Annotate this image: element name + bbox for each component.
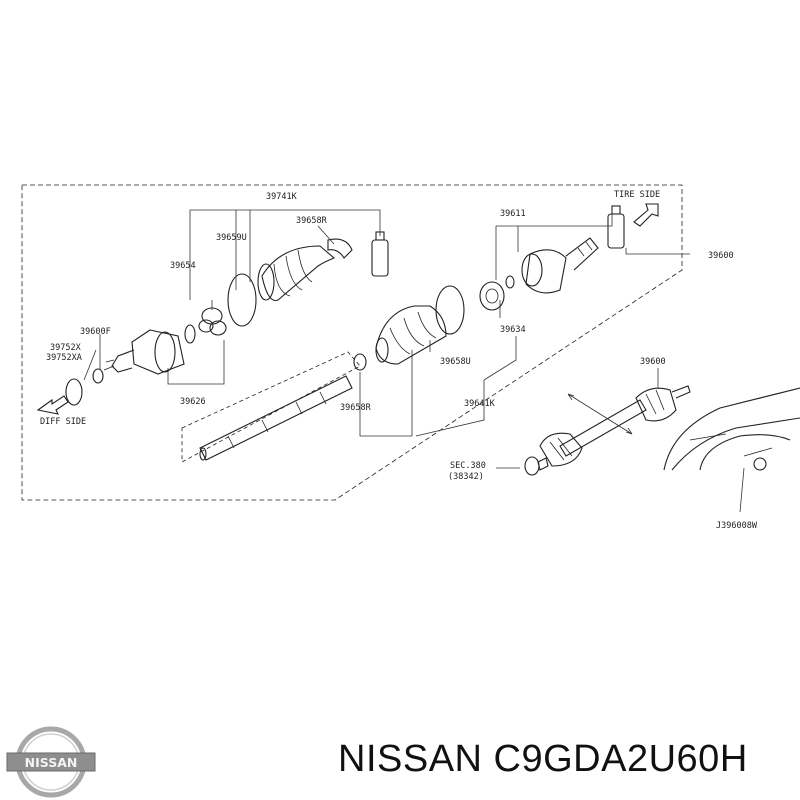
label-39654: 39654 [170,261,196,271]
part-caption: NISSAN C9GDA2U60H [338,738,794,781]
snap-ring [65,378,83,406]
label-tire-side: TIRE SIDE [614,190,660,200]
label-39752X: 39752X [50,343,82,353]
install-arrow [567,393,633,435]
label-39658U: 39658U [440,357,471,367]
boot-outer [375,305,447,365]
label-39741K: 39741K [266,192,298,202]
drive-shaft [199,375,353,461]
grease-tube-right [607,205,625,249]
small-ring [184,324,196,344]
small-clip-mid [505,275,515,289]
diff-side-arrow [36,395,69,415]
car-body [663,387,800,513]
diagram-frame [21,184,683,501]
logo-text: NISSAN [25,755,78,770]
label-39600F: 39600F [80,327,111,337]
inner-housing [103,329,185,375]
label-39611: 39611 [500,209,526,219]
nissan-logo: NISSAN [6,726,96,798]
circlip-ring [92,368,104,384]
shaft-frame [181,351,361,463]
assembled-shaft [524,385,691,476]
stopper-ring [479,281,505,311]
boot-inner [257,245,336,302]
label-39634: 39634 [500,325,526,335]
label-39600-car: 39600 [640,357,666,367]
label-sec-38342: (38342) [448,472,484,482]
label-sec-380: SEC.380 [450,461,486,471]
leader-lines [83,209,690,437]
boot-band-mid-small [353,353,367,371]
label-39658R-bottom: 39658R [340,403,372,413]
label-39659U: 39659U [216,233,247,243]
grease-tube-left [371,231,389,277]
caption-brand: NISSAN [338,738,483,780]
boot-band-mid-large [435,285,465,335]
tire-side-arrow [633,203,659,227]
outer-joint [521,237,599,294]
label-drawing-id: J396008W [716,521,758,531]
boot-band-inner [227,273,257,327]
label-39600-top: 39600 [708,251,734,261]
label-diff-side: DIFF SIDE [40,417,86,427]
boot-band-clip [327,238,353,259]
label-39641K: 39641K [464,399,496,409]
label-39752XA: 39752XA [46,353,82,363]
label-39626: 39626 [180,397,206,407]
label-39658R-top: 39658R [296,216,328,226]
spider-part [198,307,227,336]
caption-part-number: C9GDA2U60H [493,738,748,780]
